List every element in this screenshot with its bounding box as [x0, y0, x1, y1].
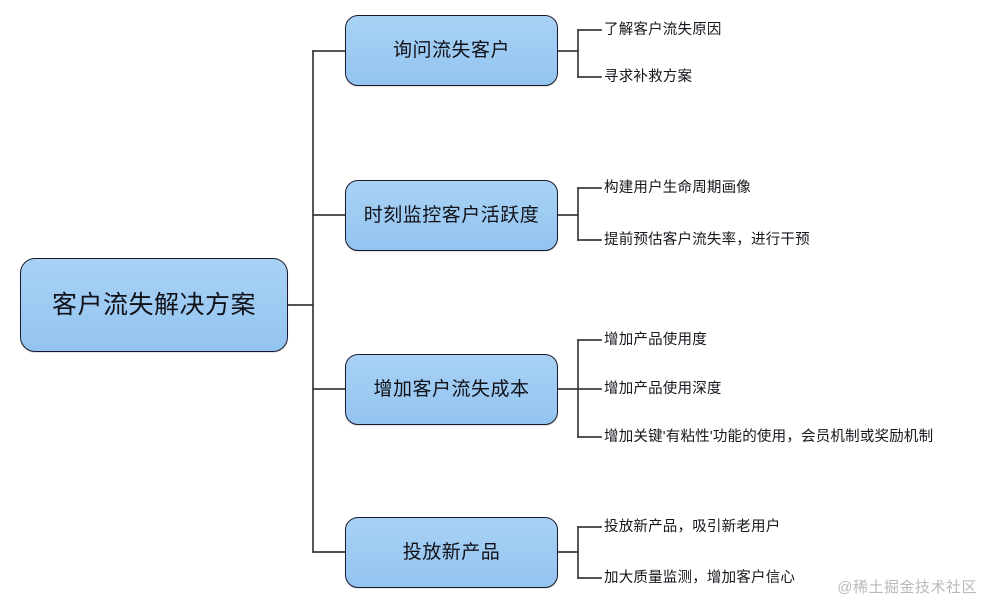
branch-node-投放新产品[interactable]: 投放新产品 — [345, 517, 558, 588]
leaf-label[interactable]: 了解客户流失原因 — [604, 21, 722, 38]
branch-node-时刻监控客户活跃度[interactable]: 时刻监控客户活跃度 — [345, 180, 558, 251]
branch-node-询问流失客户[interactable]: 询问流失客户 — [345, 15, 558, 86]
leaf-label[interactable]: 加大质量监测，增加客户信心 — [604, 569, 796, 586]
leaf-label[interactable]: 增加关键'有粘性'功能的使用，会员机制或奖励机制 — [604, 428, 934, 445]
leaf-label[interactable]: 构建用户生命周期画像 — [604, 179, 751, 196]
leaf-label[interactable]: 增加产品使用深度 — [604, 380, 722, 397]
watermark: @稀土掘金技术社区 — [837, 579, 977, 596]
branch-node-增加客户流失成本[interactable]: 增加客户流失成本 — [345, 354, 558, 425]
leaf-label[interactable]: 增加产品使用度 — [604, 331, 707, 348]
leaf-label[interactable]: 寻求补救方案 — [604, 68, 693, 85]
root-node[interactable]: 客户流失解决方案 — [20, 258, 288, 352]
leaf-label[interactable]: 投放新产品，吸引新老用户 — [604, 518, 781, 535]
leaf-label[interactable]: 提前预估客户流失率，进行干预 — [604, 231, 810, 248]
